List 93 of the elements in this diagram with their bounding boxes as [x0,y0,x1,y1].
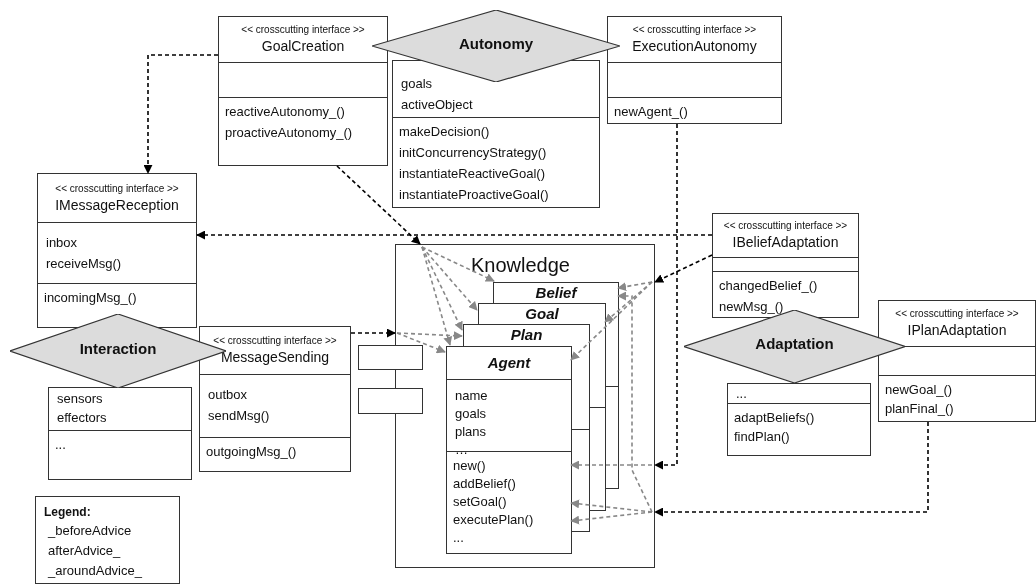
attribute-text: inbox [46,234,78,252]
class-box [712,213,859,318]
operation-text: changedBelief_() [719,277,818,295]
class-name: IMessageReception [55,195,179,215]
aspect-name: Interaction [79,338,157,359]
stereotype-label: << crosscutting interface >> [213,334,337,348]
attribute-text: sendMsg() [208,407,270,425]
class-box [392,60,600,208]
operation-text: initConcurrencyStrategy() [399,144,547,162]
stereotype-label: << crosscutting interface >> [55,181,179,196]
attribute-text: receiveMsg() [46,255,122,273]
class-card-header [493,282,619,303]
class-box [48,387,192,480]
class-name: Agent [487,354,531,372]
legend-entry: _aroundAdvice_ [48,562,142,580]
legend-box [35,496,180,584]
operation-text: newMsg_() [719,298,784,316]
aspect-name: Autonomy [458,33,534,54]
class-name: IBeliefAdaptation [732,233,839,252]
operation-text: reactiveAutonomy_() [225,103,345,121]
legend-title: Legend: [44,504,91,521]
class-box [878,300,1036,422]
stereotype-label: << crosscutting interface >> [723,219,848,233]
dashed-arrow [654,123,678,470]
operation-text: findPlan() [734,428,790,446]
operation-text: instantiateReactiveGoal() [399,165,545,183]
dashed-arrow [196,230,713,240]
dashed-arrow [421,246,495,282]
attribute-text: activeObject [401,96,473,114]
dashed-arrow [617,291,653,513]
attribute-text: effectors [57,409,107,427]
operation-text: newGoal_() [885,381,953,399]
class-box [218,16,388,166]
class-box [607,16,782,124]
class-name: Goal [525,304,559,323]
dashed-arrow [396,332,446,354]
stereotype-label: << crosscutting interface >> [895,307,1019,321]
class-box [199,326,351,472]
dashed-arrow [617,281,653,291]
operation-text: incomingMsg_() [44,289,137,307]
operation-text: planFinal_() [885,400,954,418]
package-name: Knowledge [471,253,570,277]
attribute-text: goals [455,405,487,423]
dashed-arrow [336,165,421,245]
operation-text: outgoingMsg_() [206,443,297,461]
class-name: ExecutionAutonomy [632,37,757,56]
dashed-arrow [570,460,653,470]
attribute-text: name [455,387,488,405]
attribute-text: … [455,441,468,459]
attribute-text: goals [401,75,433,93]
operation-text: ... [55,436,66,454]
operation-text: addBelief() [453,475,516,493]
class-box [727,383,871,456]
class-name: Belief [535,283,577,302]
operation-text: executePlan() [453,511,534,529]
dashed-arrow [421,246,453,346]
class-name: IPlanAdaptation [907,321,1007,340]
dashed-arrow [570,511,653,525]
class-box [446,346,572,554]
stereotype-label: << crosscutting interface >> [241,23,365,37]
package-box [395,244,655,568]
dashed-arrow [570,281,653,361]
dashed-arrow [654,254,713,283]
attribute-text: sensors [57,390,103,408]
component-tab [358,388,423,414]
operation-text: setGoal() [453,493,507,511]
operation-text: proactiveAutonomy_() [225,124,353,142]
attribute-text: plans [455,423,487,441]
operation-text: newAgent_() [614,103,688,121]
operation-text: instantiateProactiveGoal() [399,186,549,204]
dashed-arrow [396,331,463,341]
legend-entry: _beforeAdvice [48,522,132,540]
class-card-header [478,303,606,324]
stereotype-label: << crosscutting interface >> [632,23,757,37]
class-name: Plan [510,325,543,344]
aspect-name: Adaptation [755,334,834,355]
component-tab [358,345,423,370]
operation-text: new() [453,457,486,475]
attribute-text: outbox [208,386,248,404]
class-card-header [463,324,590,346]
operation-text: ... [453,529,464,547]
attribute-text: ... [736,385,747,403]
dashed-arrow [421,246,463,331]
operation-text: adaptBeliefs() [734,409,815,427]
dashed-arrow [143,54,219,174]
operation-text: makeDecision() [399,123,490,141]
legend-entry: afterAdvice_ [48,542,121,560]
dashed-arrow [654,421,929,517]
dashed-arrow [421,246,478,311]
class-name: MessageSending [220,348,330,367]
class-box [37,173,197,328]
class-name: GoalCreation [261,37,345,56]
dashed-arrow [350,328,396,338]
